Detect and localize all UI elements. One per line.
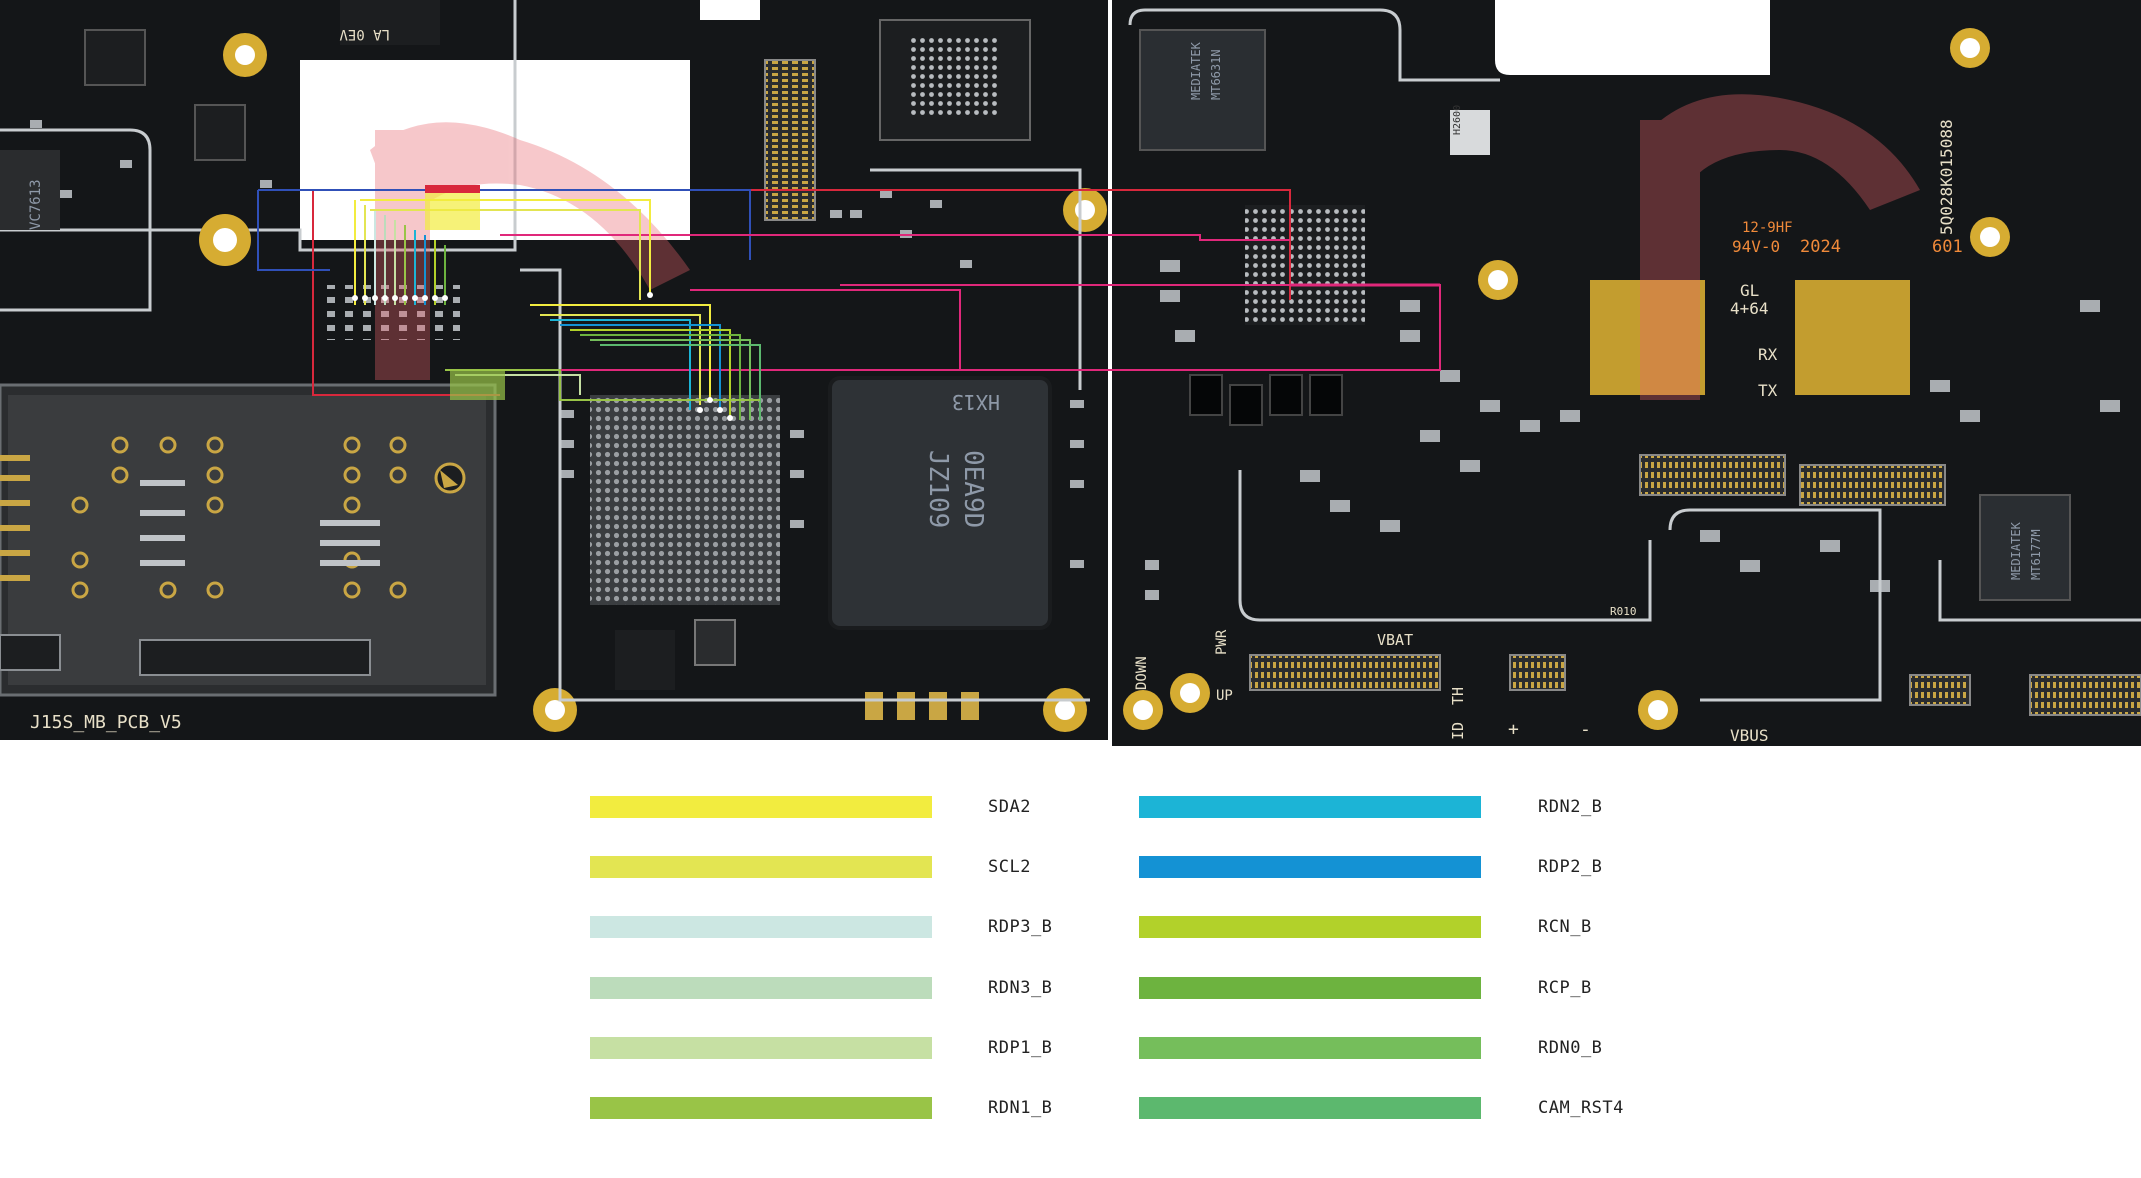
label-plus: + [1508, 719, 1519, 740]
overlay-pins [352, 292, 733, 421]
label-minus: - [1580, 719, 1591, 740]
legend-swatch [1139, 977, 1481, 999]
legend-swatch [590, 1097, 932, 1119]
cpu-text-1: HX13 [952, 390, 1000, 414]
label-vbat: VBAT [1377, 631, 1413, 649]
legend-swatch [1139, 916, 1481, 938]
chip-text-mt6631n: MT6631N [1209, 49, 1223, 100]
label-vbus: VBUS [1730, 726, 1769, 745]
code-601: 601 [1932, 237, 1963, 257]
legend-label: RCP_B [1538, 978, 1592, 998]
label-th: TH [1449, 687, 1467, 705]
chip-text-mediatek-2: MEDIATEK [2009, 521, 2023, 580]
code-12-9hf: 12-9HF [1742, 220, 1793, 236]
label-up: UP [1216, 688, 1233, 704]
label-tx: TX [1758, 381, 1778, 400]
legend-label: RDN1_B [988, 1098, 1053, 1118]
legend-swatch [590, 856, 932, 878]
legend-label: RCN_B [1538, 917, 1592, 937]
legend-swatch [1139, 1037, 1481, 1059]
pcb-board-image: HX13 0EA9D JZ109 J15S_MB_PCB_V5 [0, 0, 2141, 746]
right-board: MEDIATEK MT6631N H2600 MEDIATEK MT6177M [1112, 0, 2141, 746]
date-code: 2024 [1800, 237, 1841, 257]
legend-label: SDA2 [988, 797, 1031, 817]
serial-number: 5Q028K015088 [1937, 119, 1956, 235]
legend-swatch [590, 916, 932, 938]
code-94v: 94V-0 [1732, 237, 1780, 256]
label-r010: R010 [1610, 605, 1637, 618]
label-capacity: 4+64 [1730, 299, 1769, 318]
legend-swatch [590, 796, 932, 818]
legend-label: RDN2_B [1538, 797, 1603, 817]
label-rx: RX [1758, 345, 1778, 364]
chip-text-mt6177m: MT6177M [2029, 529, 2043, 580]
legend-label: RDP2_B [1538, 857, 1603, 877]
legend-label: RDN3_B [988, 978, 1053, 998]
watermark-logo [370, 94, 1920, 400]
legend-label: RDP3_B [988, 917, 1053, 937]
label-pwr: PWR [1214, 629, 1230, 655]
label-gl: GL [1740, 281, 1759, 300]
legend-label: CAM_RST4 [1538, 1098, 1624, 1118]
pcb-board-svg: HX13 0EA9D JZ109 J15S_MB_PCB_V5 [0, 0, 2141, 746]
chip-text-mediatek-1: MEDIATEK [1189, 41, 1203, 100]
legend-swatch [590, 1037, 932, 1059]
label-down: DOWN [1134, 656, 1150, 690]
legend-label: RDP1_B [988, 1038, 1053, 1058]
label-id: ID [1449, 722, 1467, 740]
legend-swatch [1139, 1097, 1481, 1119]
legend-label: SCL2 [988, 857, 1031, 877]
legend-swatch [1139, 796, 1481, 818]
legend-label: RDN0_B [1538, 1038, 1603, 1058]
chip-text-la0ev: LA 0EV [339, 26, 390, 42]
chip-text-h2600: H2600 [1452, 105, 1463, 135]
pcb-label: J15S_MB_PCB_V5 [30, 712, 182, 733]
legend-swatch [590, 977, 932, 999]
cpu-text-3: JZ109 [923, 450, 953, 528]
cpu-text-2: 0EA9D [958, 450, 988, 528]
legend-swatch [1139, 856, 1481, 878]
chip-text-vc7613: VC7613 [28, 179, 44, 230]
